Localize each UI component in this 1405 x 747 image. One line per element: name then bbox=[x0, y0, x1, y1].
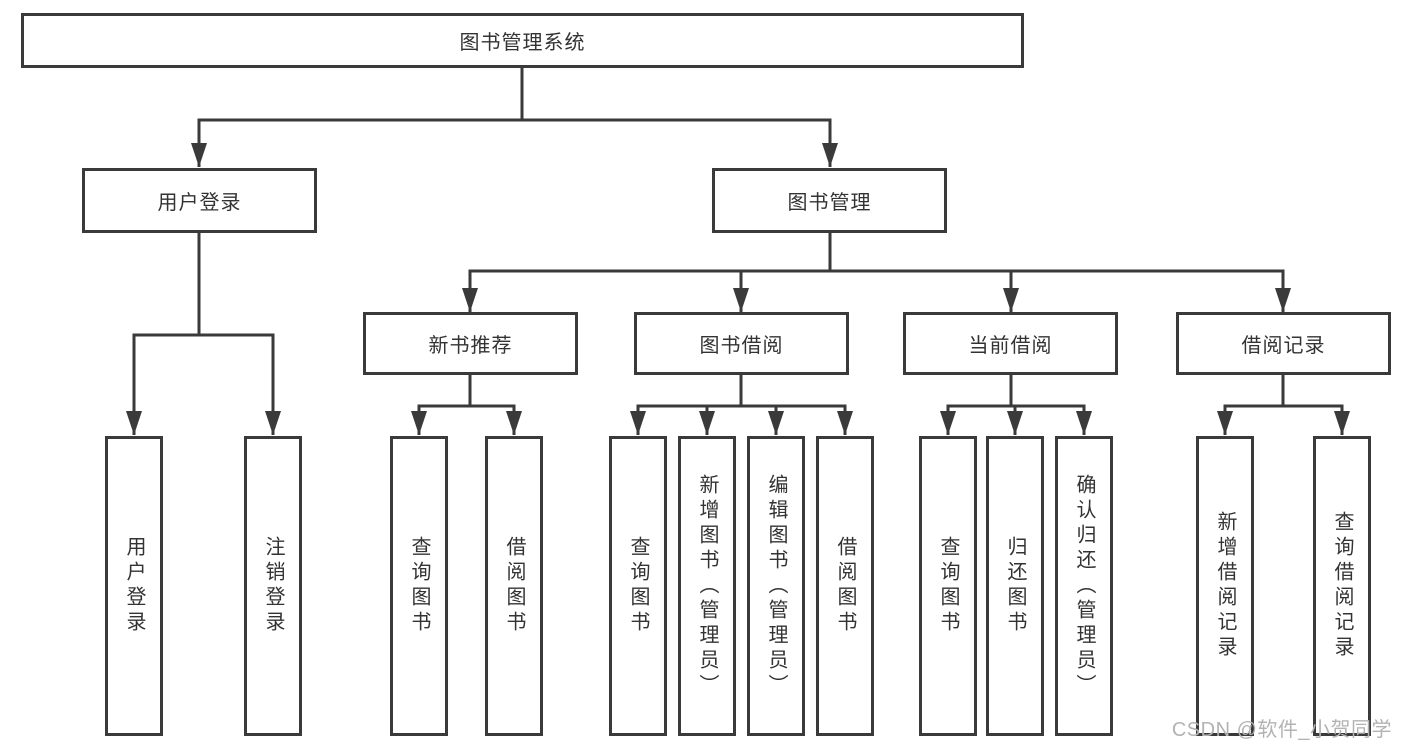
leaf-query-books-borrowing: 查询图书 bbox=[609, 436, 667, 736]
node-label: 图书管理系统 bbox=[459, 32, 586, 54]
leaf-confirm-return-admin: 确认归还（管理员） bbox=[1055, 436, 1113, 736]
leaf-label: 确认归还（管理员） bbox=[1073, 473, 1095, 699]
leaf-label: 查询图书 bbox=[408, 536, 430, 636]
leaf-query-borrow-record: 查询借阅记录 bbox=[1313, 436, 1371, 736]
leaf-user-login: 用户登录 bbox=[105, 436, 163, 736]
leaf-label: 查询图书 bbox=[937, 536, 959, 636]
leaf-add-book-admin: 新增图书（管理员） bbox=[678, 436, 736, 736]
leaf-return-books: 归还图书 bbox=[986, 436, 1044, 736]
node-label: 新书推荐 bbox=[428, 335, 513, 357]
leaf-label: 查询图书 bbox=[627, 536, 649, 636]
node-label: 当前借阅 bbox=[968, 335, 1053, 357]
leaf-label: 借阅图书 bbox=[503, 536, 525, 636]
leaf-query-books-current: 查询图书 bbox=[919, 436, 977, 736]
node-label: 借阅记录 bbox=[1241, 335, 1326, 357]
leaf-borrow-books-recommend: 借阅图书 bbox=[485, 436, 543, 736]
leaf-label: 注销登录 bbox=[262, 536, 284, 636]
leaf-label: 用户登录 bbox=[123, 536, 145, 636]
node-book-borrowing: 图书借阅 bbox=[634, 312, 849, 375]
leaf-query-books-recommend: 查询图书 bbox=[390, 436, 448, 736]
leaf-edit-book-admin: 编辑图书（管理员） bbox=[747, 436, 805, 736]
node-book-management: 图书管理 bbox=[712, 168, 947, 233]
tree-skeleton bbox=[132, 68, 1344, 408]
leaf-logout: 注销登录 bbox=[244, 436, 302, 736]
node-user-login: 用户登录 bbox=[82, 168, 317, 233]
node-label: 图书借阅 bbox=[699, 335, 784, 357]
leaf-label: 新增借阅记录 bbox=[1214, 511, 1236, 661]
leaf-label: 编辑图书（管理员） bbox=[765, 473, 787, 699]
leaf-label: 新增图书（管理员） bbox=[696, 473, 718, 699]
watermark: CSDN @软件_小贺同学 bbox=[1171, 719, 1392, 741]
leaf-label: 借阅图书 bbox=[834, 536, 856, 636]
node-label: 用户登录 bbox=[157, 192, 242, 214]
node-borrowing-records: 借阅记录 bbox=[1176, 312, 1391, 375]
leaf-label: 查询借阅记录 bbox=[1331, 511, 1353, 661]
leaf-borrow-books-borrowing: 借阅图书 bbox=[816, 436, 874, 736]
node-root-library-system: 图书管理系统 bbox=[21, 13, 1024, 68]
node-new-book-recommend: 新书推荐 bbox=[363, 312, 578, 375]
leaf-label: 归还图书 bbox=[1004, 536, 1026, 636]
leaf-add-borrow-record: 新增借阅记录 bbox=[1196, 436, 1254, 736]
arrow-connectors bbox=[126, 120, 1350, 435]
node-label: 图书管理 bbox=[787, 192, 872, 214]
node-current-borrowing: 当前借阅 bbox=[903, 312, 1118, 375]
